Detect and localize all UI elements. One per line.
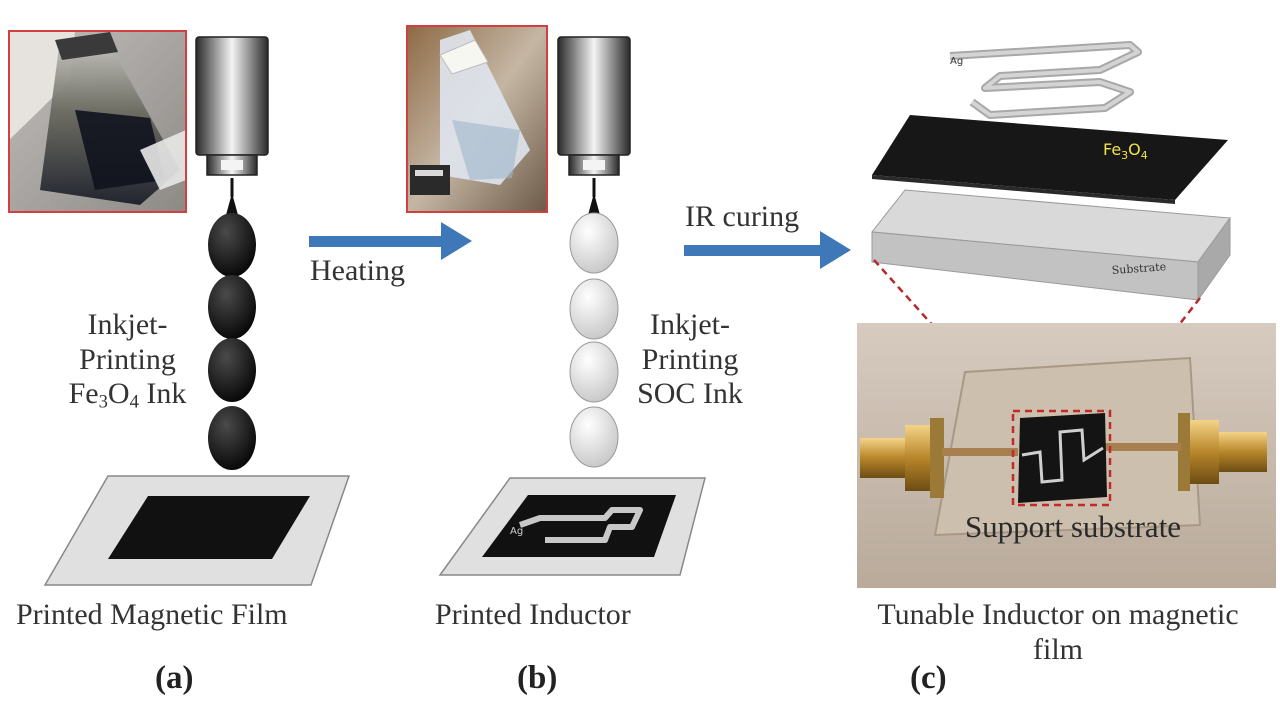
heating-label: Heating [310, 254, 405, 287]
droplet [208, 213, 256, 277]
droplet [208, 275, 256, 339]
fe3o4-ink-formula: Fe3O4 Ink [68, 377, 187, 413]
device-photo: Support substrate [857, 323, 1276, 588]
caption-b: Printed Inductor [435, 598, 631, 631]
caption-a: Printed Magnetic Film [16, 598, 288, 631]
droplet [208, 338, 256, 402]
droplet [569, 341, 619, 403]
droplet [569, 212, 619, 274]
panel-b: Ag [406, 25, 706, 576]
panel-a [8, 30, 351, 586]
caption-c: Tunable Inductor on magnetic film [836, 598, 1280, 667]
soc-ink-line1: Inkjet- [650, 308, 730, 341]
soc-ink-line3: SOC Ink [637, 377, 743, 410]
tag-a: (a) [155, 660, 194, 696]
caption-c-line1: Tunable Inductor on magnetic [877, 598, 1239, 631]
fe3o4-ink-label: Inkjet- Printing Fe3O4 Ink [40, 308, 215, 413]
panel-c: Ag Fe3O4 Substrate [857, 41, 1276, 588]
magnetic-film-substrate [43, 475, 351, 586]
caption-c-line2: film [1033, 632, 1083, 666]
printed-inductor-film: Ag [438, 477, 706, 576]
ir-curing-label: IR curing [685, 200, 800, 233]
soc-ink-vial-photo [406, 25, 548, 213]
heating-arrow [309, 222, 472, 260]
droplet [569, 406, 619, 468]
fe3o4-ink-line1: Inkjet- [87, 308, 168, 341]
tag-c: (c) [910, 660, 947, 696]
ag-layer-label: Ag [950, 56, 963, 67]
fe3o4-layer-label: Fe3O4 [1103, 140, 1148, 162]
soc-ink-label: Inkjet- Printing SOC Ink [620, 308, 760, 412]
ir-curing-arrow [684, 231, 851, 269]
fe3o4-layer: Fe3O4 [872, 115, 1228, 204]
photo-label: Support substrate [965, 509, 1181, 544]
printhead-a [195, 36, 269, 215]
printhead-b [557, 36, 631, 215]
soc-ink-line2: Printing [641, 342, 739, 376]
droplet [208, 406, 256, 470]
tag-b: (b) [517, 660, 558, 696]
substrate-layer-label: Substrate [1111, 260, 1166, 277]
substrate-layer: Substrate [871, 189, 1231, 302]
soc-droplets [569, 212, 619, 468]
ag-layer: Ag [949, 41, 1142, 119]
fe3o4-ink-line2: Printing [79, 342, 176, 376]
film-ag-tag: Ag [510, 526, 523, 537]
fe3o4-droplets [208, 213, 256, 470]
droplet [569, 278, 619, 340]
fe3o4-ink-vial-photo [8, 30, 187, 213]
